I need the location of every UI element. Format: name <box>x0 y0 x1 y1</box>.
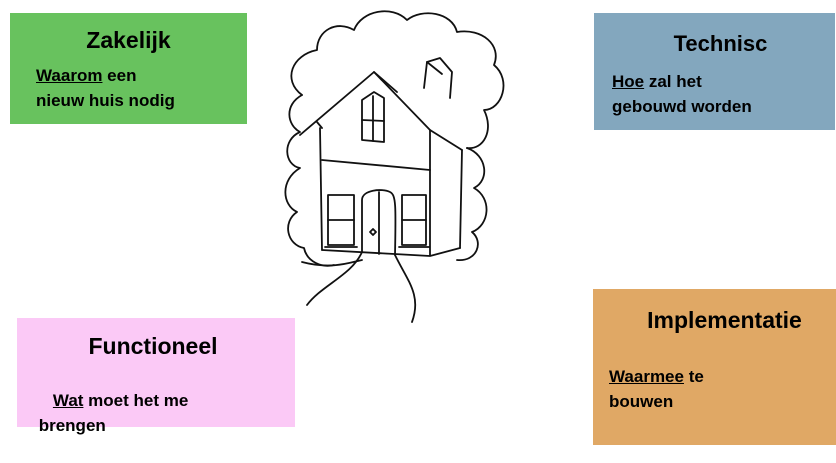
tree-outline <box>291 11 503 148</box>
functioneel-rest: moet het me <box>83 391 188 410</box>
house-sketch-icon <box>262 0 512 325</box>
wall-side <box>460 150 462 248</box>
path-right <box>395 255 415 322</box>
zakelijk-text: Waarom een nieuw huis nodig <box>36 63 246 113</box>
technisch-keyword: Hoe <box>612 72 644 91</box>
wall-left <box>320 128 322 250</box>
functioneel-title: Functioneel <box>11 333 295 360</box>
functioneel-keyword: Wat <box>53 391 84 410</box>
technisch-text: Hoe zal het gebouwd worden <box>612 69 834 119</box>
implementatie-box: Implementatie Waarmee te bouwen <box>593 289 836 445</box>
technisch-line2: gebouwd worden <box>612 97 752 116</box>
zakelijk-rest: een <box>102 66 136 85</box>
bush-left <box>285 95 334 266</box>
roof-eave <box>317 122 322 128</box>
zakelijk-title: Zakelijk <box>10 27 247 54</box>
implementatie-text: Waarmee te bouwen <box>609 364 829 414</box>
technisch-rest: zal het <box>644 72 702 91</box>
functioneel-box: Functioneel Wat moet het me brengen <box>17 318 295 427</box>
implementatie-title: Implementatie <box>613 307 836 334</box>
wall-top-line <box>322 160 430 170</box>
implementatie-rest: te <box>684 367 704 386</box>
zakelijk-box: Zakelijk Waarom een nieuw huis nodig <box>10 13 247 124</box>
wall-base <box>322 248 460 256</box>
functioneel-line2: brengen <box>34 416 106 435</box>
technisch-title: Technisc <box>606 31 835 57</box>
zakelijk-keyword: Waarom <box>36 66 102 85</box>
door-knob <box>370 229 376 235</box>
chimney-top <box>427 62 442 74</box>
functioneel-text: Wat moet het me brengen <box>34 363 289 463</box>
implementatie-keyword: Waarmee <box>609 367 684 386</box>
implementatie-line2: bouwen <box>609 392 673 411</box>
path-left <box>307 252 362 305</box>
technisch-box: Technisc Hoe zal het gebouwd worden <box>594 13 835 130</box>
zakelijk-line2: nieuw huis nodig <box>36 91 175 110</box>
